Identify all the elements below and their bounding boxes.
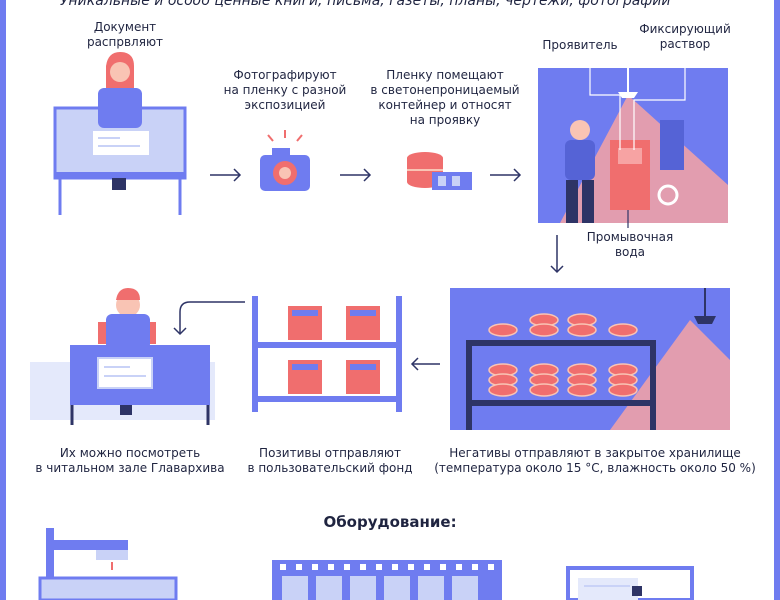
label-step-photograph: Фотографируют на пленку с разной экспози… <box>223 68 347 112</box>
arrow-1 <box>210 168 242 182</box>
illustration-reading-room <box>30 288 215 425</box>
illustration-equipment-1 <box>38 528 178 600</box>
arrow-2 <box>340 168 372 182</box>
right-frame-border <box>774 0 780 600</box>
illustration-darkroom <box>538 60 728 228</box>
illustration-positives-shelf <box>252 296 402 412</box>
arrow-down <box>550 235 564 274</box>
label-step-film-container: Пленку помещают в светонепроницаемый кон… <box>370 68 520 127</box>
label-positives: Позитивы отправляют в пользовательский ф… <box>247 446 413 475</box>
label-reading-room: Их можно посмотреть в читальном зале Гла… <box>35 446 225 475</box>
illustration-equipment-2 <box>272 560 502 600</box>
equipment-title: Оборудование: <box>323 513 457 531</box>
arrow-left <box>410 357 440 371</box>
arrow-3 <box>490 168 522 182</box>
label-developer: Проявитель <box>542 38 618 52</box>
camera-icon <box>260 130 310 191</box>
arrow-curve-left <box>173 301 245 336</box>
label-negatives: Негативы отправляют в закрытое хранилище… <box>434 446 756 475</box>
illustration-equipment-3 <box>566 566 694 600</box>
film-container-icon <box>407 152 472 190</box>
label-step-document: Документ распрвляют <box>86 20 164 49</box>
label-fixer: Фиксирующий раствор <box>639 22 731 51</box>
page-title: Уникальные и особо ценные книги, письма,… <box>60 0 671 9</box>
label-wash-water: Промывочная вода <box>586 230 674 259</box>
left-frame-border <box>0 0 6 600</box>
illustration-document-desk <box>53 52 187 215</box>
illustration-negative-storage <box>450 288 730 430</box>
